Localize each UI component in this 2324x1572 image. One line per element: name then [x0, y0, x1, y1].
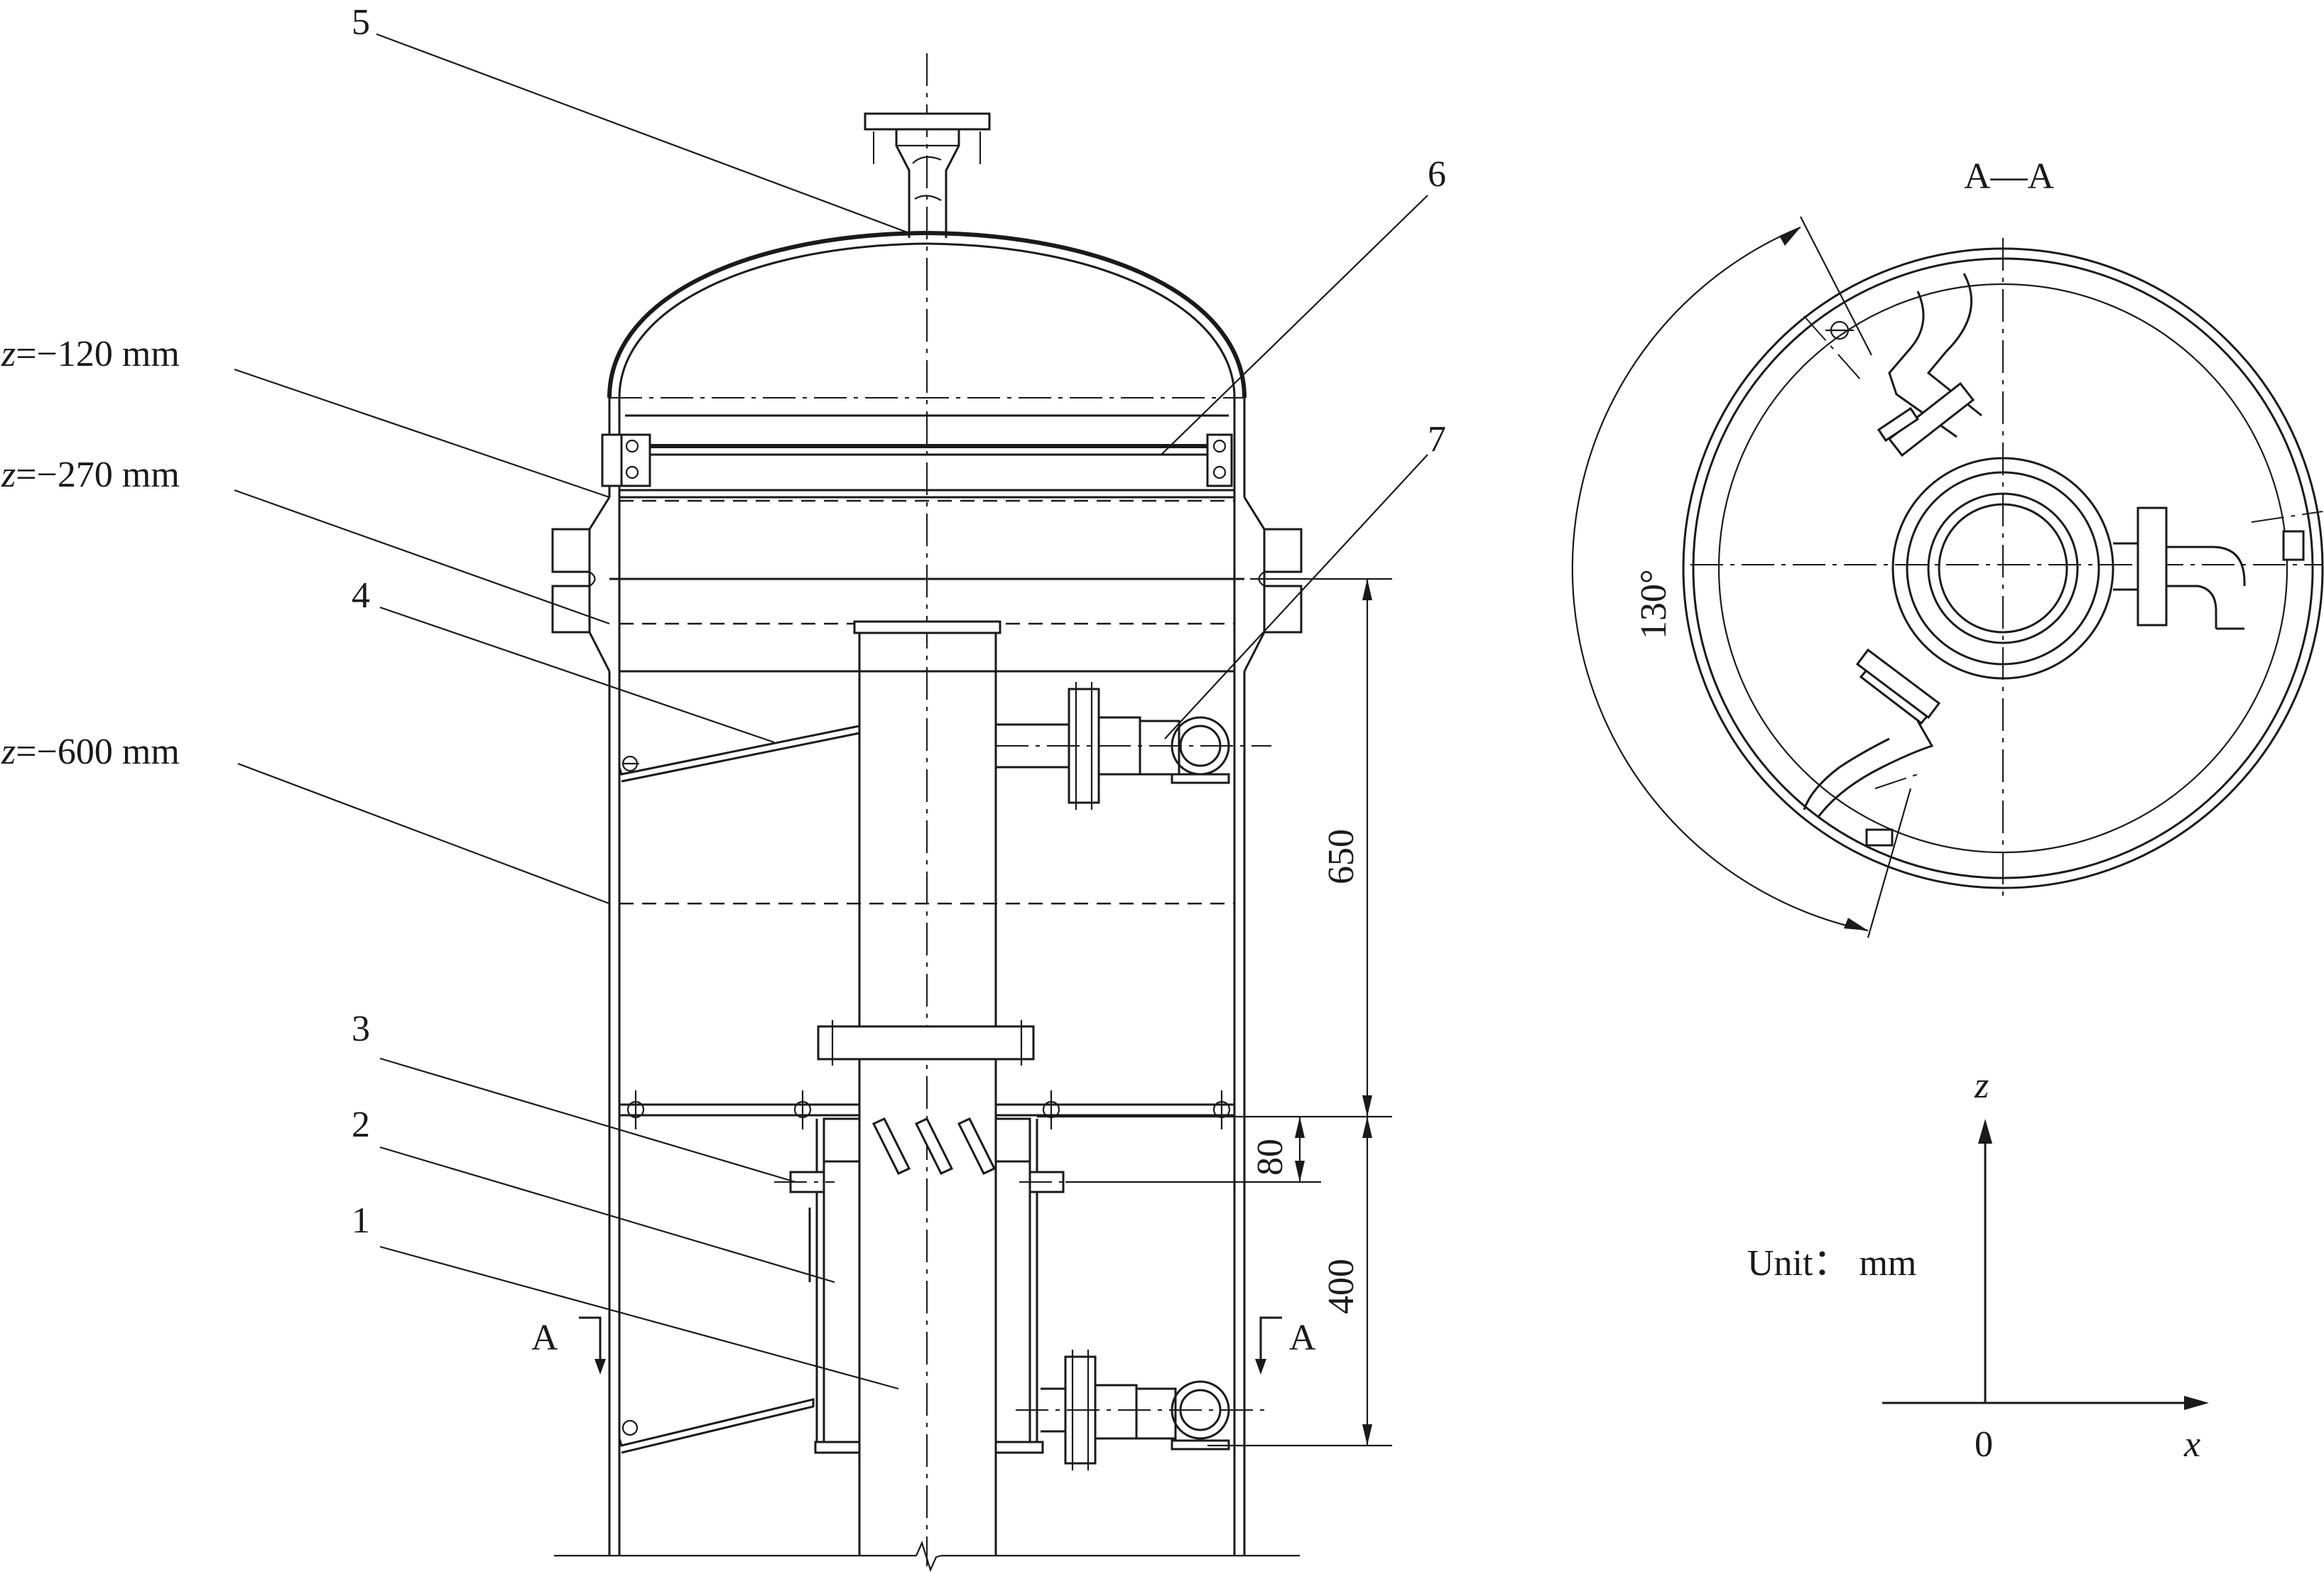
callout-5: 5: [352, 2, 370, 43]
callout-7: 7: [1428, 419, 1446, 460]
leader-lines: [234, 33, 1428, 1390]
callout-4: 4: [352, 575, 370, 616]
dimension-lines: [1037, 578, 1392, 1447]
coordinate-axes: [1882, 1119, 2209, 1410]
upper-inlet-pipe: [996, 682, 1271, 810]
callout-6: 6: [1428, 154, 1446, 195]
section-inlet-right: [2113, 506, 2323, 630]
section-mark-right: A: [1289, 1318, 1316, 1358]
dimension-80: 80: [1250, 1139, 1291, 1176]
lower-inlet-pipe: [1016, 1350, 1271, 1470]
callout-1: 1: [352, 1200, 370, 1241]
level-label-z-600: z=−600 mm: [1, 732, 180, 772]
section-inlet-lower: [1803, 648, 1941, 847]
axis-label-z: z: [1974, 1066, 1989, 1106]
section-inlet-upper: [1803, 273, 1982, 457]
inlet-guide-plates: [618, 725, 861, 1454]
level-var-z-600: z: [1, 732, 16, 772]
axis-label-x: x: [2183, 1424, 2200, 1465]
dome-head: [607, 230, 1247, 399]
level-val-z-270: =−270 mm: [16, 455, 180, 495]
level-var-z-270: z: [1, 455, 16, 495]
section-marks: [579, 1316, 1282, 1375]
level-label-z-120: z=−120 mm: [1, 334, 180, 374]
callout-3: 3: [352, 1009, 370, 1049]
axis-origin: 0: [1975, 1424, 1993, 1465]
separator-flange-plate: [601, 414, 1233, 487]
dimension-400: 400: [1321, 1259, 1362, 1314]
unit-label: Unit： mm: [1747, 1243, 1916, 1284]
elevation-view: [234, 33, 1428, 1572]
level-val-z-600: =−600 mm: [16, 732, 180, 772]
dimension-650: 650: [1321, 829, 1362, 884]
section-title: A—A: [1964, 156, 2055, 197]
callout-2: 2: [352, 1105, 370, 1145]
level-val-z-120: =−120 mm: [16, 334, 180, 374]
section-a-a-view: [1571, 216, 2324, 938]
level-label-z-270: z=−270 mm: [1, 455, 180, 495]
dimension-angle-130: 130°: [1634, 569, 1674, 639]
central-pipe: [554, 620, 1300, 1572]
section-mark-left: A: [531, 1318, 558, 1358]
inner-cylinder-support: [619, 1090, 1234, 1454]
level-var-z-120: z: [1, 334, 16, 374]
top-outlet-nozzle: [864, 112, 991, 238]
